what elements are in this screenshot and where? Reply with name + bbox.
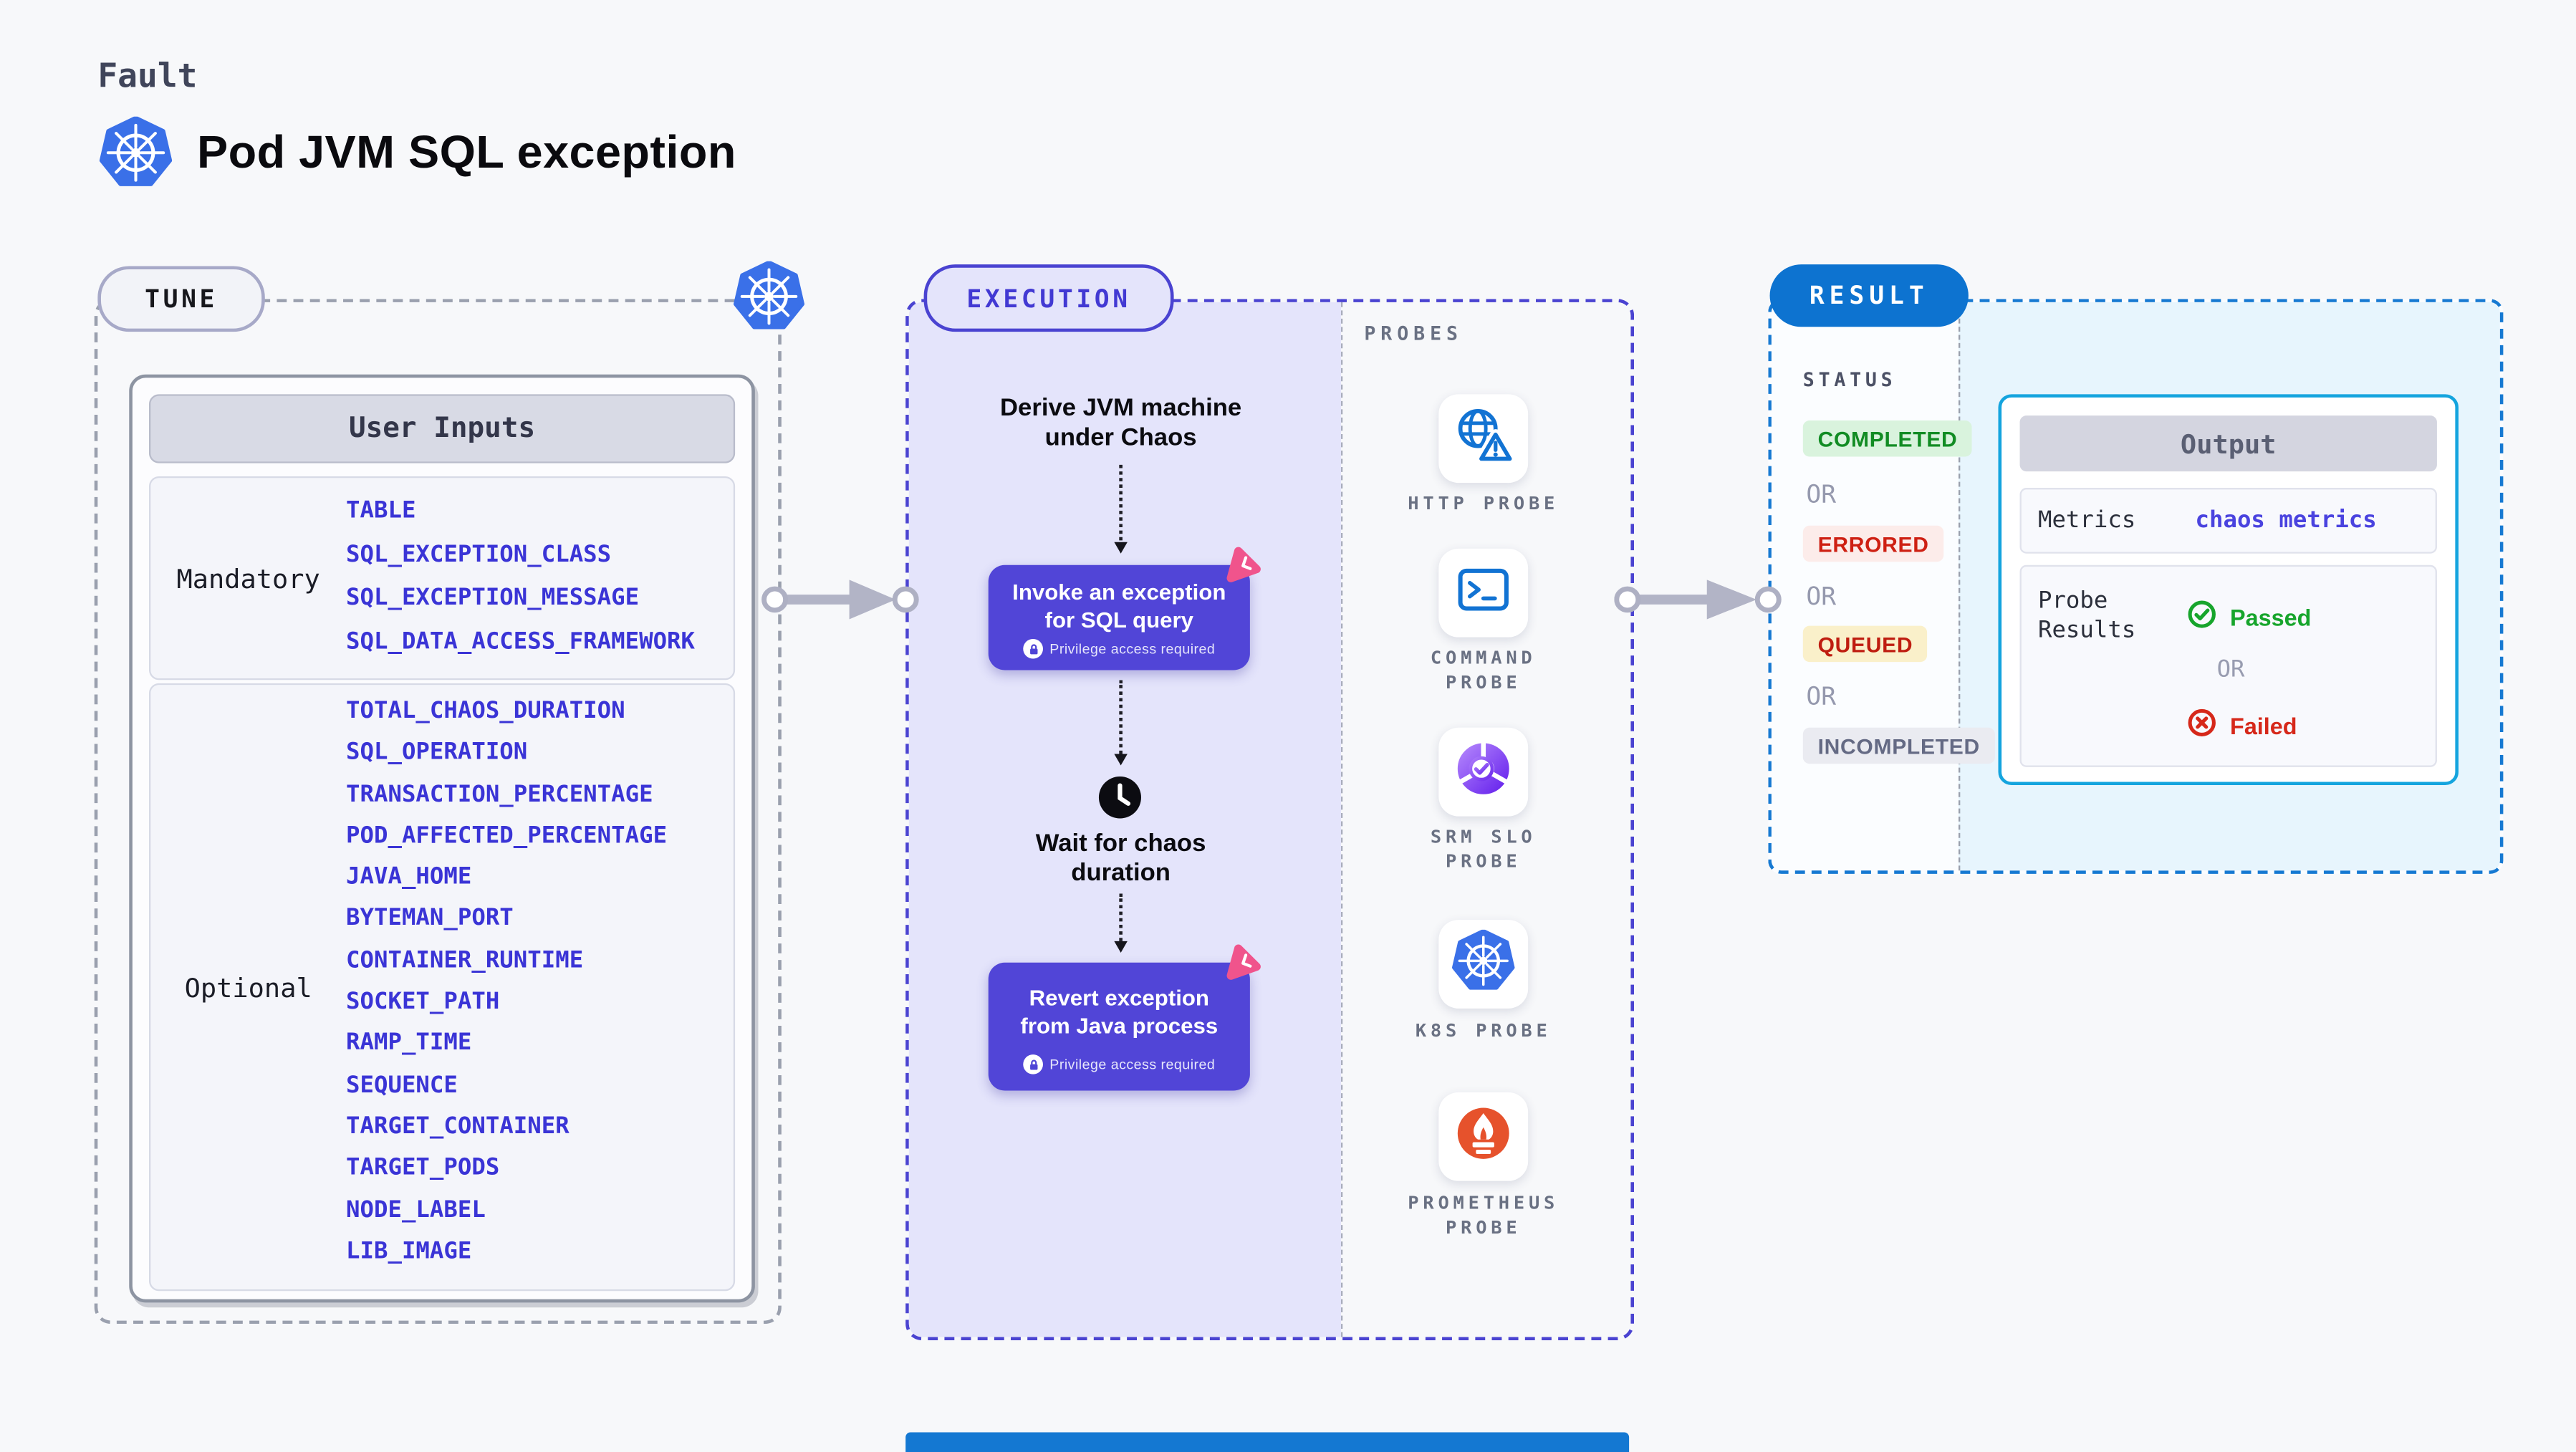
dotted-connector [1113, 893, 1127, 953]
param-item[interactable]: SQL_EXCEPTION_CLASS [346, 541, 612, 568]
srm-slo-probe-card[interactable] [1438, 727, 1529, 817]
output-card: Output Metrics chaos metrics Probe Resul… [1998, 394, 2459, 786]
execution-panel [905, 299, 1635, 1341]
or-label: OR [1806, 681, 1837, 711]
metrics-value[interactable]: chaos metrics [2195, 507, 2377, 534]
fault-kicker: Fault [97, 55, 198, 95]
param-item[interactable]: TARGET_PODS [346, 1155, 500, 1182]
k8s-probe-card[interactable] [1438, 920, 1529, 1009]
group-label-mandatory: Mandatory [176, 562, 320, 594]
kubernetes-icon [99, 115, 173, 189]
param-item[interactable]: CONTAINER_RUNTIME [346, 947, 584, 974]
prometheus-icon [1453, 1103, 1513, 1170]
param-item[interactable]: JAVA_HOME [346, 864, 472, 891]
probe-label: PROMETHEUS PROBE [1408, 1192, 1559, 1238]
group-label-optional: Optional [184, 971, 312, 1003]
user-inputs-title: User Inputs [148, 394, 736, 463]
probe-results-row: Probe Results Passed OR F [2019, 564, 2437, 767]
param-item[interactable]: SOCKET_PATH [346, 989, 500, 1016]
execution-badge[interactable]: EXECUTION [923, 264, 1174, 332]
tune-badge[interactable]: TUNE [97, 266, 265, 332]
probe-label: K8S PROBE [1415, 1019, 1552, 1042]
or-label: OR [1806, 581, 1837, 611]
param-item[interactable]: TARGET_CONTAINER [346, 1113, 569, 1140]
invoke-exception-step[interactable]: Invoke an exception for SQL query Privil… [988, 564, 1250, 670]
dotted-connector [1113, 680, 1127, 766]
flow-arrow-icon [1614, 580, 1782, 620]
revert-exception-step[interactable]: Revert exception from Java process Privi… [988, 962, 1250, 1091]
check-circle-icon [2187, 600, 2217, 634]
user-inputs-card: User Inputs Mandatory TABLE SQL_EXCEPTIO… [129, 374, 755, 1303]
output-title: Output [2019, 415, 2437, 472]
globe-alert-icon [1453, 405, 1516, 472]
probe-passed-status: Passed [2187, 600, 2311, 634]
probe-label: HTTP PROBE [1408, 492, 1559, 514]
passed-text: Passed [2230, 603, 2312, 630]
probe-results-label: Probe Results [2037, 587, 2136, 644]
prometheus-probe-card[interactable] [1438, 1092, 1529, 1181]
kubernetes-icon [1452, 928, 1515, 1000]
chaos-icon [1224, 545, 1263, 585]
step-wait-duration: Wait for chaos duration [1035, 829, 1206, 888]
page-title: Pod JVM SQL exception [197, 126, 736, 178]
terminal-icon [1453, 559, 1513, 627]
lock-icon [1023, 638, 1044, 659]
slo-gauge-icon [1453, 739, 1513, 806]
command-probe-card[interactable] [1438, 548, 1529, 638]
metrics-row: Metrics chaos metrics [2019, 488, 2437, 554]
param-item[interactable]: BYTEMAN_PORT [346, 905, 514, 933]
param-item[interactable]: NODE_LABEL [346, 1196, 486, 1223]
tune-panel [94, 299, 782, 1324]
param-item[interactable]: SEQUENCE [346, 1072, 458, 1099]
step-derive-jvm: Derive JVM machine under Chaos [1000, 394, 1242, 452]
param-item[interactable]: SQL_EXCEPTION_MESSAGE [346, 585, 640, 611]
step-line: for SQL query [1044, 607, 1194, 632]
chaos-icon [1224, 943, 1263, 982]
clock-icon [1097, 775, 1142, 819]
param-item[interactable]: SQL_DATA_ACCESS_FRAMEWORK [346, 628, 696, 655]
status-badge-incompleted: INCOMPLETED [1802, 727, 1995, 764]
param-item[interactable]: TOTAL_CHAOS_DURATION [346, 698, 625, 725]
flow-arrow-icon [761, 580, 919, 620]
param-item[interactable]: POD_AFFECTED_PERCENTAGE [346, 822, 668, 850]
status-badge-queued: QUEUED [1802, 625, 1928, 663]
param-item[interactable]: RAMP_TIME [346, 1030, 472, 1057]
or-label: OR [2216, 657, 2245, 683]
status-badge-errored: ERRORED [1802, 525, 1944, 562]
param-item[interactable]: LIB_IMAGE [346, 1238, 472, 1265]
result-divider [1959, 302, 1961, 871]
param-item[interactable]: TRANSACTION_PERCENTAGE [346, 781, 653, 808]
x-circle-icon [2187, 708, 2217, 742]
optional-group: Optional TOTAL_CHAOS_DURATION SQL_OPERAT… [148, 683, 736, 1292]
bottom-scroll-bar[interactable] [905, 1432, 1630, 1452]
lock-icon [1023, 1054, 1044, 1074]
result-badge[interactable]: RESULT [1769, 264, 1969, 327]
probe-label: SRM SLO PROBE [1430, 826, 1537, 872]
mandatory-group: Mandatory TABLE SQL_EXCEPTION_CLASS SQL_… [148, 476, 736, 681]
param-item[interactable]: SQL_OPERATION [346, 739, 528, 766]
probes-label: PROBES [1364, 322, 1463, 345]
probe-failed-status: Failed [2187, 708, 2297, 742]
probes-divider [1340, 302, 1343, 1337]
metrics-label: Metrics [2037, 507, 2136, 534]
status-badge-completed: COMPLETED [1802, 420, 1973, 457]
http-probe-card[interactable] [1438, 394, 1529, 484]
privilege-note: Privilege access required [1049, 640, 1216, 658]
status-label: STATUS [1802, 367, 1897, 391]
execution-flow-area [908, 302, 1341, 1337]
step-line: Invoke an exception [1012, 580, 1226, 605]
step-line: from Java process [1020, 1012, 1219, 1038]
kubernetes-icon [734, 260, 804, 332]
privilege-note: Privilege access required [1049, 1056, 1216, 1073]
param-item[interactable]: TABLE [346, 497, 416, 524]
or-label: OR [1806, 479, 1837, 509]
step-line: Revert exception [1029, 985, 1210, 1011]
failed-text: Failed [2230, 712, 2297, 739]
dotted-connector [1113, 464, 1127, 554]
probe-label: COMMAND PROBE [1430, 647, 1537, 693]
